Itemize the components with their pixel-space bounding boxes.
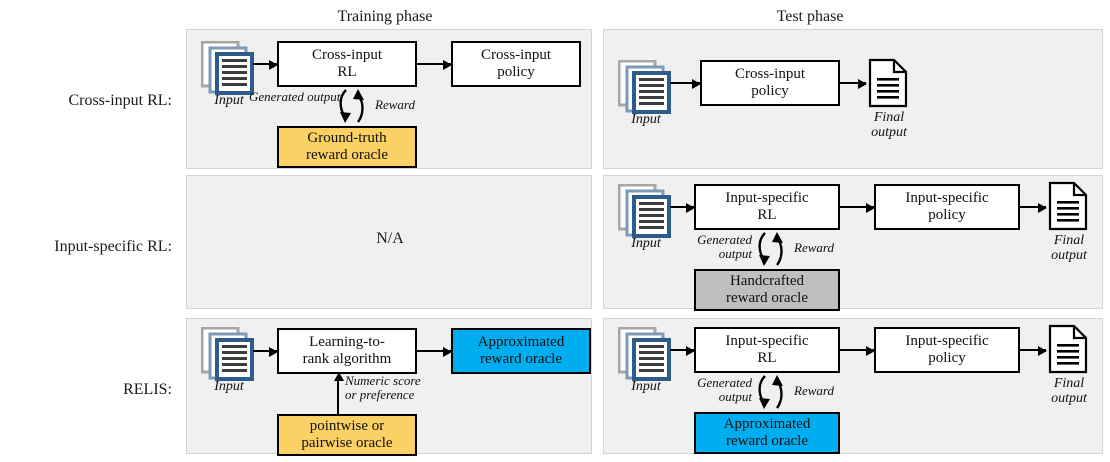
arrow-policy-to-output [1020,346,1047,356]
panel-relis-training: Input Learning-to- rank algorithm Approx… [186,318,592,456]
stacked-documents-icon [617,183,672,243]
box-ground-truth-reward-oracle[interactable]: Ground-truth reward oracle [277,126,417,168]
box-cross-input-policy[interactable]: Cross-input policy [700,60,840,106]
arrow-input-to-policy [670,79,701,89]
box-label: Cross-input RL [311,47,382,80]
box-input-specific-rl[interactable]: Input-specific RL [694,184,840,230]
edge-caption-numeric-score: Numeric score or preference [345,373,421,403]
arrow-policy-to-output [1020,203,1047,213]
stacked-documents-icon [200,40,255,100]
final-output-caption: Final output [1051,376,1087,407]
arrow-input-to-rl [253,60,278,70]
input-icon-caption: Input [214,379,244,394]
arrow-input-to-rl [670,346,695,356]
column-title-training: Training phase [337,8,433,25]
panel-input-specific-rl-test: Input Input-specific RL Input-specific p… [603,175,1103,311]
box-label: Approximated reward oracle [723,416,811,449]
box-label: Cross-input policy [480,47,551,80]
box-input-specific-policy[interactable]: Input-specific policy [874,327,1020,373]
box-label: Input-specific RL [725,190,809,223]
box-approximated-reward-oracle[interactable]: Approximated reward oracle [694,412,840,454]
document-page-icon [1048,181,1090,236]
box-handcrafted-reward-oracle[interactable]: Handcrafted reward oracle [694,269,840,311]
arrow-rl-to-policy [417,60,452,70]
box-label: pointwise or pairwise oracle [301,418,393,451]
box-cross-input-policy[interactable]: Cross-input policy [451,41,581,87]
box-label: Input-specific policy [905,333,989,366]
box-input-specific-policy[interactable]: Input-specific policy [874,184,1020,230]
box-label: Ground-truth reward oracle [305,130,389,163]
stacked-documents-icon [617,326,672,386]
box-input-specific-rl[interactable]: Input-specific RL [694,327,840,373]
document-page-icon [1048,324,1090,379]
row-label-relis: RELIS: [123,381,172,398]
document-page-icon [868,58,910,113]
column-title-test: Test phase [776,8,844,25]
panel-input-specific-rl-training: N/A [186,175,592,309]
edge-caption-generated-output: Generated output [697,375,752,405]
feedback-loop-arrows [752,374,790,419]
arrow-rl-to-policy [840,346,875,356]
arrow-policy-to-output [840,79,867,89]
box-label: Approximated reward oracle [477,334,565,367]
panel-cross-input-rl-training: Input Cross-input RL Cross-input policy … [186,29,592,169]
feedback-loop-arrows [752,231,790,276]
arrow-input-to-ltr [253,347,278,357]
stacked-documents-icon [617,59,672,119]
input-icon-caption: Input [631,379,661,394]
arrow-input-to-rl [670,203,695,213]
panel-relis-test: Input Input-specific RL Input-specific p… [603,318,1103,454]
edge-caption-reward: Reward [375,97,415,112]
input-icon-caption: Input [631,112,661,127]
input-icon-caption: Input [631,236,661,251]
edge-caption-reward: Reward [794,383,834,398]
box-label: Cross-input policy [734,66,805,99]
box-label: Input-specific RL [725,333,809,366]
box-learning-to-rank-algorithm[interactable]: Learning-to- rank algorithm [277,328,417,374]
edge-caption-generated-output: Generated output [249,89,341,104]
box-cross-input-rl[interactable]: Cross-input RL [277,41,417,87]
training-not-applicable: N/A [376,230,404,247]
box-label: Input-specific policy [905,190,989,223]
final-output-caption: Final output [871,110,907,141]
arrow-ltr-to-approx-oracle [417,347,452,357]
box-pointwise-pairwise-oracle[interactable]: pointwise or pairwise oracle [277,414,417,456]
arrow-oracle-to-ltr [334,372,344,414]
row-label-cross-input-rl: Cross-input RL: [68,92,172,109]
panel-cross-input-rl-test: Input Cross-input policy Final output [603,29,1103,169]
final-output-caption: Final output [1051,233,1087,264]
edge-caption-reward: Reward [794,240,834,255]
box-label: Learning-to- rank algorithm [302,334,392,367]
input-icon-caption: Input [214,93,244,108]
arrow-rl-to-policy [840,203,875,213]
edge-caption-generated-output: Generated output [697,232,752,262]
row-label-input-specific-rl: Input-specific RL: [54,238,172,255]
stacked-documents-icon [200,326,255,386]
feedback-loop-arrows [333,88,371,133]
box-approximated-reward-oracle[interactable]: Approximated reward oracle [451,328,591,374]
box-label: Handcrafted reward oracle [725,273,809,306]
